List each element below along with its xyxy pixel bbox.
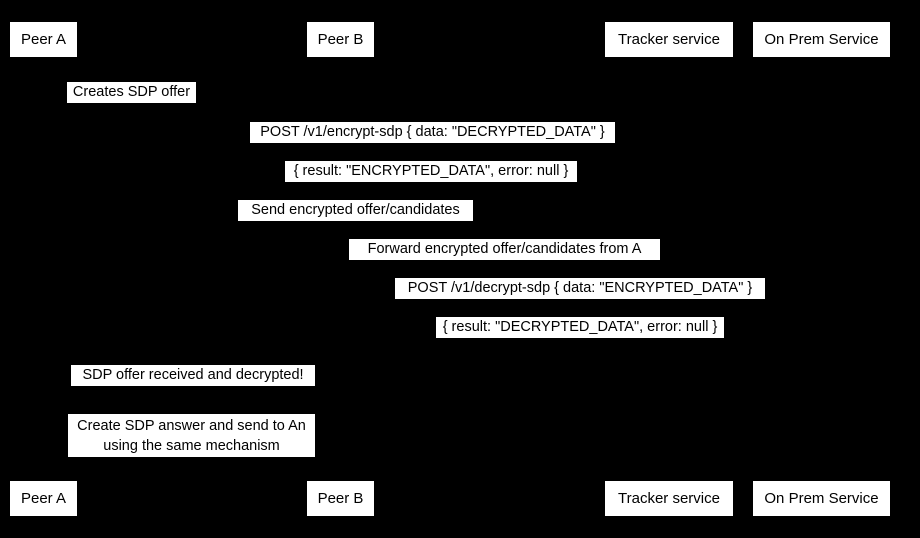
lifeline-on-prem-service [821,57,822,481]
participant-footer-tracker-service[interactable]: Tracker service [605,481,733,516]
participant-label: On Prem Service [764,31,879,48]
participant-footer-peer-b[interactable]: Peer B [307,481,374,516]
participant-footer-on-prem-service[interactable]: On Prem Service [753,481,890,516]
participant-header-tracker-service[interactable]: Tracker service [605,22,733,57]
participant-header-peer-a[interactable]: Peer A [10,22,77,57]
participant-label: On Prem Service [764,490,879,507]
message-label-sdp-offer-received[interactable]: SDP offer received and decrypted! [71,365,315,386]
message-label-decrypt-sdp-result[interactable]: { result: "DECRYPTED_DATA", error: null … [436,317,724,338]
lifeline-peer-a [43,57,44,481]
participant-label: Peer A [20,490,67,507]
participant-label: Tracker service [618,490,720,507]
participant-label: Peer B [317,31,364,48]
lifeline-tracker-service [669,57,670,481]
participant-footer-peer-a[interactable]: Peer A [10,481,77,516]
message-label-send-encrypted-offer[interactable]: Send encrypted offer/candidates [238,200,473,221]
arrowhead-decrypt-sdp-result [340,332,347,340]
arrowhead-sdp-offer-received [43,380,50,388]
participant-header-peer-b[interactable]: Peer B [307,22,374,57]
message-label-line-1: Create SDP answer and send to An [77,418,306,434]
arrowhead-encrypt-sdp-result [43,176,50,184]
message-label-encrypt-sdp-result[interactable]: { result: "ENCRYPTED_DATA", error: null … [285,161,577,182]
arrowhead-send-encrypted-offer [662,215,669,223]
arrowhead-forward-encrypted-offer [340,254,347,262]
arrowhead-post-encrypt-sdp [814,137,821,145]
lifeline-peer-b [340,57,341,481]
participant-label: Tracker service [618,31,720,48]
message-label-post-decrypt-sdp[interactable]: POST /v1/decrypt-sdp { data: "ENCRYPTED_… [395,278,765,299]
message-label-post-encrypt-sdp[interactable]: POST /v1/encrypt-sdp { data: "DECRYPTED_… [250,122,615,143]
message-label-line-2: using the same mechanism [103,438,280,454]
participant-label: Peer B [317,490,364,507]
message-label-create-sdp-answer[interactable]: Create SDP answer and send to An using t… [68,414,315,457]
message-label-forward-encrypted-offer[interactable]: Forward encrypted offer/candidates from … [349,239,660,260]
arrowhead-post-decrypt-sdp [814,293,821,301]
participant-label: Peer A [20,31,67,48]
message-label-creates-sdp-offer[interactable]: Creates SDP offer [67,82,196,103]
participant-header-on-prem-service[interactable]: On Prem Service [753,22,890,57]
arrow-create-sdp-answer [43,458,93,459]
